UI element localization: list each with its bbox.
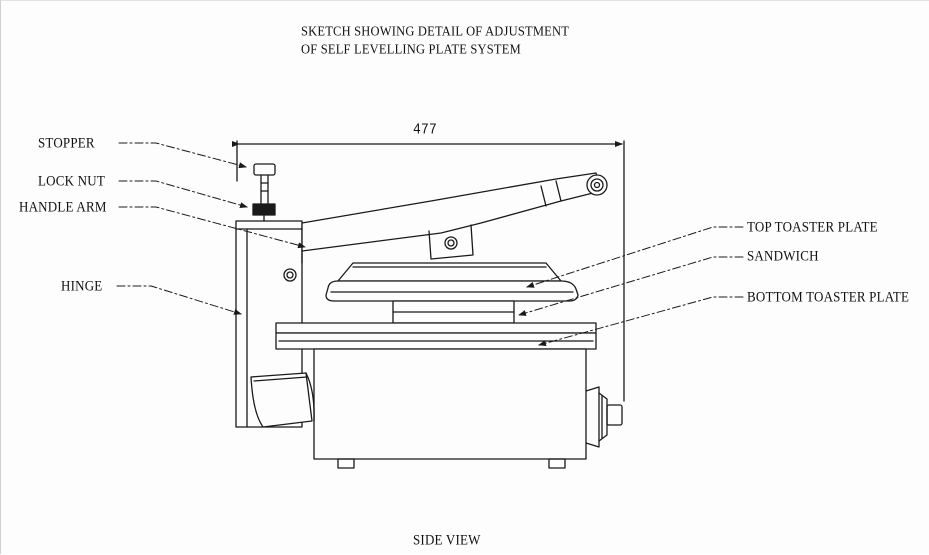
title-line-2: OF SELF LEVELLING PLATE SYSTEM — [301, 41, 521, 57]
sandwich — [392, 300, 515, 324]
label-top-toaster-plate: TOP TOASTER PLATE — [747, 218, 878, 235]
title-line-1: SKETCH SHOWING DETAIL OF ADJUSTMENT — [301, 23, 570, 39]
label-bottom-toaster-plate: BOTTOM TOASTER PLATE — [747, 288, 910, 305]
label-lock-nut: LOCK NUT — [38, 172, 105, 189]
dimension-label: 477 — [413, 121, 438, 138]
base-box — [313, 348, 623, 469]
top-toaster-plate — [325, 262, 579, 302]
drip-tray — [250, 372, 315, 428]
dimension-line — [232, 140, 625, 402]
label-stopper: STOPPER — [38, 134, 95, 151]
stopper-assembly — [252, 163, 276, 222]
label-sandwich: SANDWICH — [747, 247, 819, 264]
bottom-toaster-plate — [275, 322, 597, 350]
leader-lines — [116, 142, 744, 347]
label-hinge: HINGE — [61, 277, 103, 294]
handle-arm — [301, 172, 608, 264]
caption-side-view: SIDE VIEW — [413, 531, 481, 548]
label-handle-arm: HANDLE ARM — [19, 198, 107, 215]
